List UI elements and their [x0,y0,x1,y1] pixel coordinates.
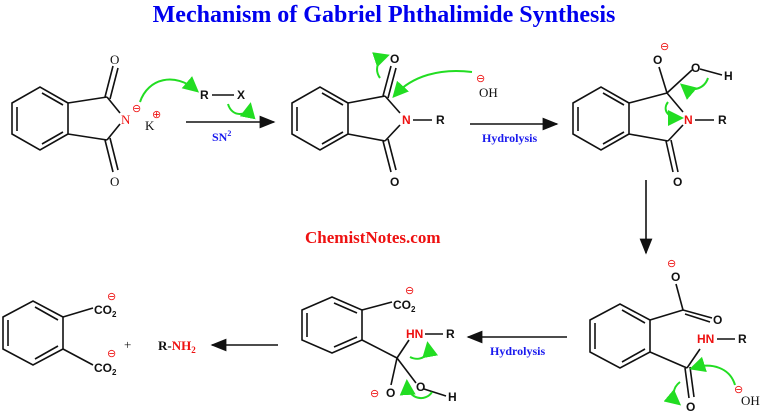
hydrogen-atom: H [448,390,457,404]
negative-charge-icon: ⊖ [107,291,116,303]
tetrahedral-intermediate-1-structure: O ⊖ O H N R O [572,41,733,189]
hydrolysis-label: Hydrolysis [482,131,537,145]
hydrolysis-arrow-1: Hydrolysis [470,117,559,145]
oxygen-atom: O [110,174,119,189]
r-group: R [200,88,209,102]
carboxylate-group: CO2 [393,298,416,314]
negative-charge-icon: ⊖ [405,285,414,297]
negative-charge-icon: ⊖ [476,73,485,85]
electron-push-arrow-icon [679,77,709,100]
oxygen-atom: O [713,313,722,327]
ring-opened-amide-structure: O ⊖ O HN R O ⊖ OH [589,258,760,412]
hydrolysis-arrow-2: Hydrolysis [466,330,567,358]
r-group: R [436,113,445,127]
electron-push-arrow-icon [399,379,433,400]
negative-charge-icon: ⊖ [370,388,379,400]
electron-push-arrow-icon [663,381,682,406]
page-title: Mechanism of Gabriel Phthalimide Synthes… [152,2,616,28]
negative-charge-icon: ⊖ [660,41,669,53]
n-alkylphthalimide-structure: O O N R ⊖ OH [291,52,498,189]
oxygen-atom: O [110,52,119,67]
oxygen-atom: O [686,400,695,412]
electron-push-arrow-icon [139,76,200,103]
watermark: ChemistNotes.com [305,228,441,247]
hydroxide-label: OH [479,85,498,100]
electron-push-arrow-icon [392,70,473,98]
hn-group: HN [406,327,423,341]
r-group: R [446,327,455,341]
positive-charge-icon: ⊕ [152,109,161,121]
nitrogen-atom: N [121,112,131,127]
sn2-reaction-arrow: SN2 [186,115,276,144]
halide-atom: X [237,88,245,102]
oxygen-atom: O [653,53,662,67]
potassium-phthalimide-structure: O O N ⊖ K ⊕ [11,52,200,189]
oxygen-atom: O [416,380,425,394]
oxygen-atom: O [671,270,680,284]
negative-charge-icon: ⊖ [107,348,116,360]
electron-push-arrow-icon [689,356,736,386]
potassium-ion: K [145,118,155,133]
hn-group: HN [697,332,714,346]
tetrahedral-intermediate-2-structure: CO2 ⊖ HN R O ⊖ O H [301,285,457,404]
hydrolysis-label: Hydrolysis [490,344,545,358]
negative-charge-icon: ⊖ [734,384,743,396]
electron-push-arrow-icon [227,102,256,120]
r-group: R [718,113,727,127]
oxygen-atom: O [390,52,399,66]
nitrogen-atom: N [402,113,411,127]
negative-charge-icon: ⊖ [667,258,676,270]
electron-push-arrow-icon [664,101,684,126]
hydrogen-atom: H [724,69,733,83]
primary-amine-product: R-NH2 [158,338,196,355]
negative-charge-icon: ⊖ [132,103,141,115]
r-group: R [738,332,747,346]
phthalate-structure: CO2 ⊖ CO2 ⊖ [2,291,117,377]
plus-sign: + [124,337,131,352]
carboxylate-group: CO2 [94,361,117,377]
electron-push-arrow-icon [372,52,390,79]
nitrogen-atom: N [684,113,693,127]
oxygen-atom: O [390,175,399,189]
hydroxide-label: OH [741,393,760,408]
alkyl-halide: R X [200,88,256,120]
oxygen-atom: O [673,175,682,189]
carboxylate-group: CO2 [94,303,117,319]
oxygen-atom: O [691,61,700,75]
oxygen-atom: O [386,386,395,400]
electron-push-arrow-icon [409,341,439,360]
sn2-label: SN2 [212,129,231,144]
